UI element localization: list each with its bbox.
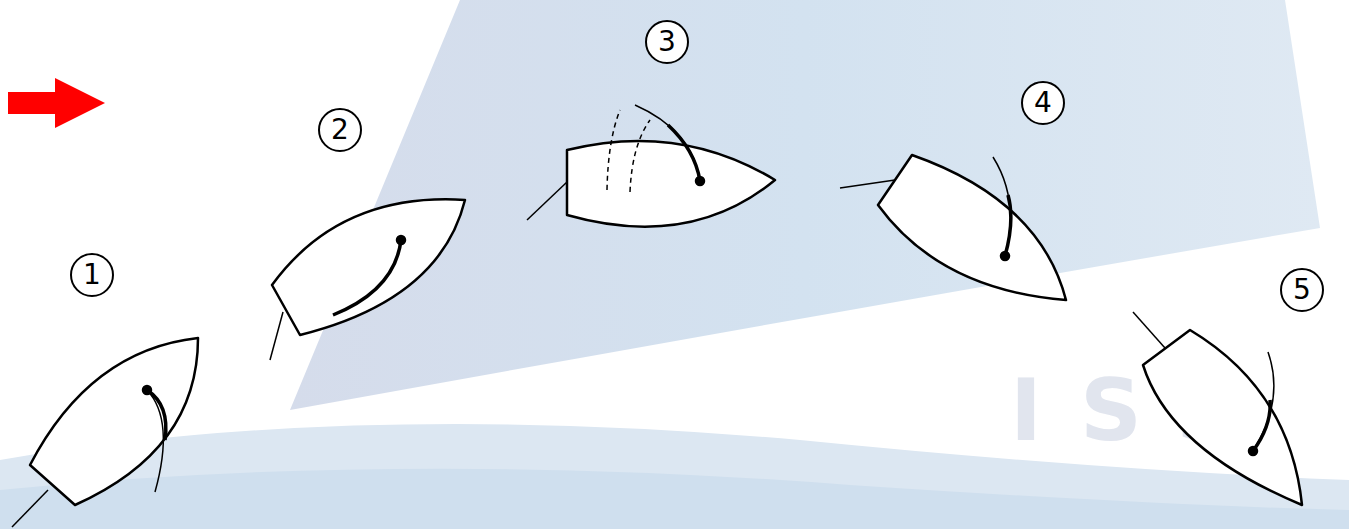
background-wave [0, 469, 1349, 529]
boat [527, 105, 775, 227]
callout-circle: 1 [70, 253, 114, 297]
boat [12, 338, 198, 527]
callout-circle: 5 [1280, 268, 1324, 312]
callout-number: 5 [1293, 276, 1311, 304]
background-wave [0, 424, 1349, 529]
boat [1133, 312, 1302, 505]
callout-number: 3 [658, 28, 676, 56]
callout-circle: 2 [318, 108, 362, 152]
boat [270, 199, 465, 360]
wind-arrow [8, 78, 105, 128]
callout-circle: 3 [645, 20, 689, 64]
callout-number: 2 [331, 116, 349, 144]
callout-circle: 4 [1021, 81, 1065, 125]
callout-number: 4 [1034, 89, 1052, 117]
boat [840, 155, 1066, 300]
callout-number: 1 [83, 261, 101, 289]
